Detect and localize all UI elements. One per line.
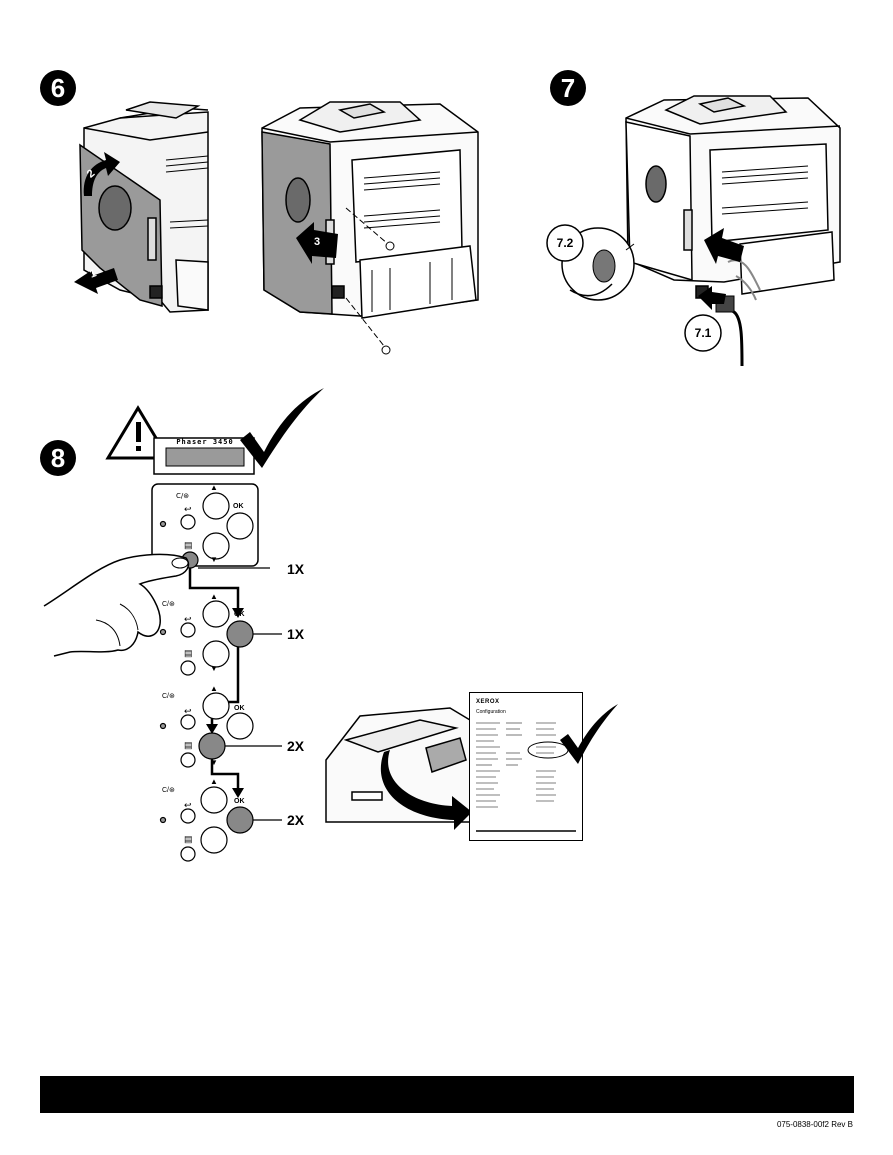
- document-id: 075-0838-00f2 Rev B: [776, 1120, 853, 1129]
- step-7-badge: 7: [550, 70, 586, 106]
- svg-text:C/⊛: C/⊛: [162, 787, 175, 794]
- press-count-3: 2X: [287, 738, 305, 754]
- footer-bar: [40, 1076, 854, 1113]
- configuration-page: XEROX Configuration: [469, 692, 583, 841]
- up-arrow-4: ▲: [210, 777, 218, 786]
- arrow-3-label: 3: [314, 236, 321, 248]
- ok-label-1: OK: [233, 503, 244, 510]
- up-arrow-1: ▲: [210, 483, 218, 492]
- down-arrow-2: ▼: [210, 664, 218, 673]
- press-count-4: 2X: [287, 812, 305, 828]
- step-6-badge: 6: [40, 70, 76, 106]
- svg-text:C/⊛: C/⊛: [162, 601, 175, 608]
- lcd-text: Phaser 3450: [176, 438, 234, 446]
- press-count-1: 1X: [287, 561, 305, 577]
- svg-text:↩: ↩: [184, 706, 192, 716]
- svg-text:C/⊛: C/⊛: [176, 492, 189, 500]
- config-page-title: Configuration: [476, 709, 506, 715]
- ok-label-3: OK: [234, 705, 245, 712]
- press-count-2: 1X: [287, 626, 305, 642]
- xerox-logo: XEROX: [476, 699, 500, 705]
- svg-text:▤: ▤: [184, 540, 193, 550]
- svg-text:▤: ▤: [184, 740, 193, 750]
- svg-text:↩: ↩: [184, 614, 192, 624]
- ok-label-2: OK: [234, 611, 245, 618]
- step-8-badge: 8: [40, 440, 76, 476]
- ok-label-4: OK: [234, 798, 245, 805]
- svg-text:↩: ↩: [184, 504, 192, 514]
- down-arrow-1: ▼: [210, 555, 218, 564]
- up-arrow-2: ▲: [210, 592, 218, 601]
- up-arrow-3: ▲: [210, 684, 218, 693]
- callout-7-2: 7.2: [556, 236, 574, 250]
- svg-text:▤: ▤: [184, 834, 193, 844]
- callout-7-1: 7.1: [694, 326, 712, 340]
- down-arrow-3: ▼: [210, 758, 218, 767]
- svg-text:C/⊛: C/⊛: [162, 693, 175, 700]
- svg-text:↩: ↩: [184, 800, 192, 810]
- svg-text:▤: ▤: [184, 648, 193, 658]
